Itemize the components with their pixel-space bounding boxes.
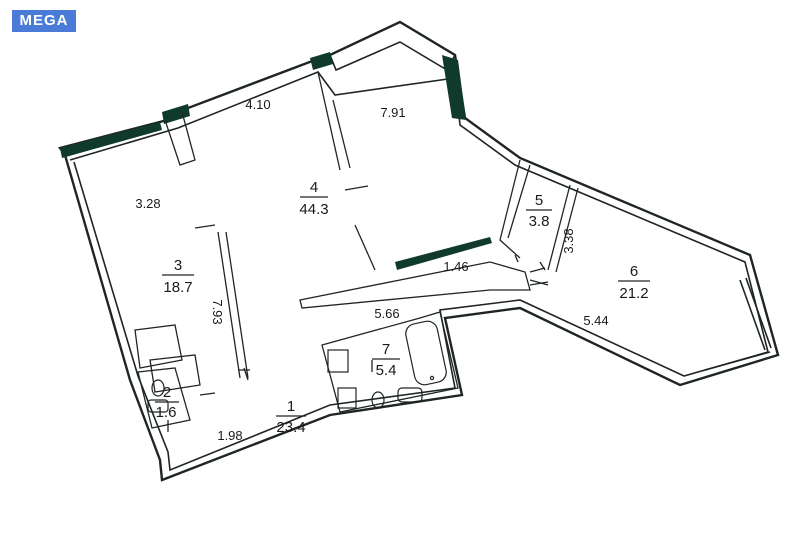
room-2-area: 1.6 [156,404,177,421]
accent-wall-1 [60,122,162,158]
wall-storage [134,324,201,393]
wall-col-top [164,111,196,166]
dim-5-44: 5.44 [583,313,608,328]
room-7-number: 7 [382,341,390,358]
accent-wall-5 [395,237,492,270]
dim-7-93: 7.93 [210,299,225,324]
bathtub [405,320,447,386]
wall-bath-block [321,311,459,413]
dim-4-10: 4.10 [245,97,270,112]
cabinet-bathroom-2 [337,387,357,409]
wall-hall-south [299,261,531,309]
room-5-area: 3.8 [529,213,550,230]
dim-3-28: 3.28 [135,196,160,211]
accent-wall-3 [310,52,333,70]
wall-room4-split [317,71,351,171]
wall-room3-east [217,231,249,379]
fixtures [147,320,447,413]
dim-5-66: 5.66 [374,306,399,321]
dim-7-91: 7.91 [380,105,405,120]
sink-bathroom [397,387,423,403]
dimension-labels: 4.10 7.91 3.28 7.93 1.46 3.38 5.44 5.66 … [135,97,608,443]
room-6-area: 21.2 [619,285,648,302]
dim-3-38: 3.38 [561,228,576,253]
room-5-number: 5 [535,192,543,209]
room-6-number: 6 [630,263,638,280]
toilet-wc [151,379,165,397]
loggia-outline [328,21,457,72]
cabinet-bathroom [327,349,349,373]
dim-1-46: 1.46 [443,259,468,274]
wall-room5 [499,159,579,273]
room-1-area: 23.4 [276,419,305,436]
room-3-number: 3 [174,257,182,274]
door-gap-marks [167,185,549,432]
bay-window [704,277,772,371]
room-labels: 4 44.3 3 18.7 5 3.8 6 21.2 7 5.4 2 1.6 1… [155,179,650,436]
room-2-number: 2 [163,384,171,401]
dim-1-98: 1.98 [217,428,242,443]
room-4-number: 4 [310,179,318,196]
accent-wall-2 [162,104,190,124]
interior-walls [134,71,579,432]
room-7-area: 5.4 [376,362,397,379]
room-4-area: 44.3 [299,201,328,218]
room-1-number: 1 [287,398,295,415]
mega-logo: MEGA [12,10,76,32]
sink-wc [147,399,169,413]
accent-wall-4 [442,55,466,120]
accent-walls [60,52,492,270]
wall-room6-door [529,267,549,286]
wall-wc-block [137,367,191,429]
room-3-area: 18.7 [163,279,192,296]
wall-room4-mid [354,224,376,271]
toilet-bathroom [371,391,385,409]
bathtub-drain [429,375,435,381]
wall-room1-door [238,367,250,381]
